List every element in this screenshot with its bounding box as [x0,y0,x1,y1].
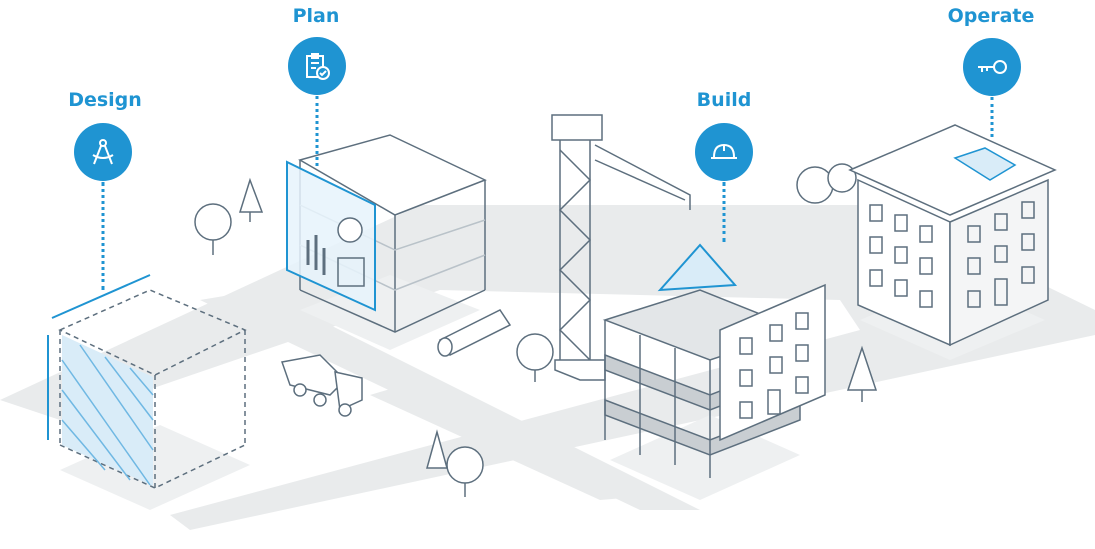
stage-plan-button[interactable] [288,37,346,95]
trees [194,163,878,497]
clipboard-check-icon [306,53,330,80]
compass-icon [92,139,114,165]
design-wireframe-box [58,289,247,489]
stage-operate-button[interactable] [963,38,1021,96]
operate-connector [990,97,994,137]
build-connector [722,182,726,242]
dimension-lines [47,274,151,440]
design-hatching [61,335,154,486]
pipes [437,309,512,357]
key-icon [978,60,1007,74]
build-building [602,283,826,478]
stage-build-button[interactable] [695,123,753,181]
stage-label-design: Design [68,89,142,111]
design-connector [101,182,105,290]
stage-label-operate: Operate [947,5,1035,27]
plan-connector [315,96,319,166]
operate-building [848,124,1057,347]
stage-design-button[interactable] [74,123,132,181]
stage-label-plan: Plan [292,5,340,27]
stage-label-build: Build [696,89,752,111]
dump-truck [281,354,363,417]
crane [551,114,738,381]
plan-dashboard-panel [286,160,376,312]
hard-hat-icon [711,143,737,159]
